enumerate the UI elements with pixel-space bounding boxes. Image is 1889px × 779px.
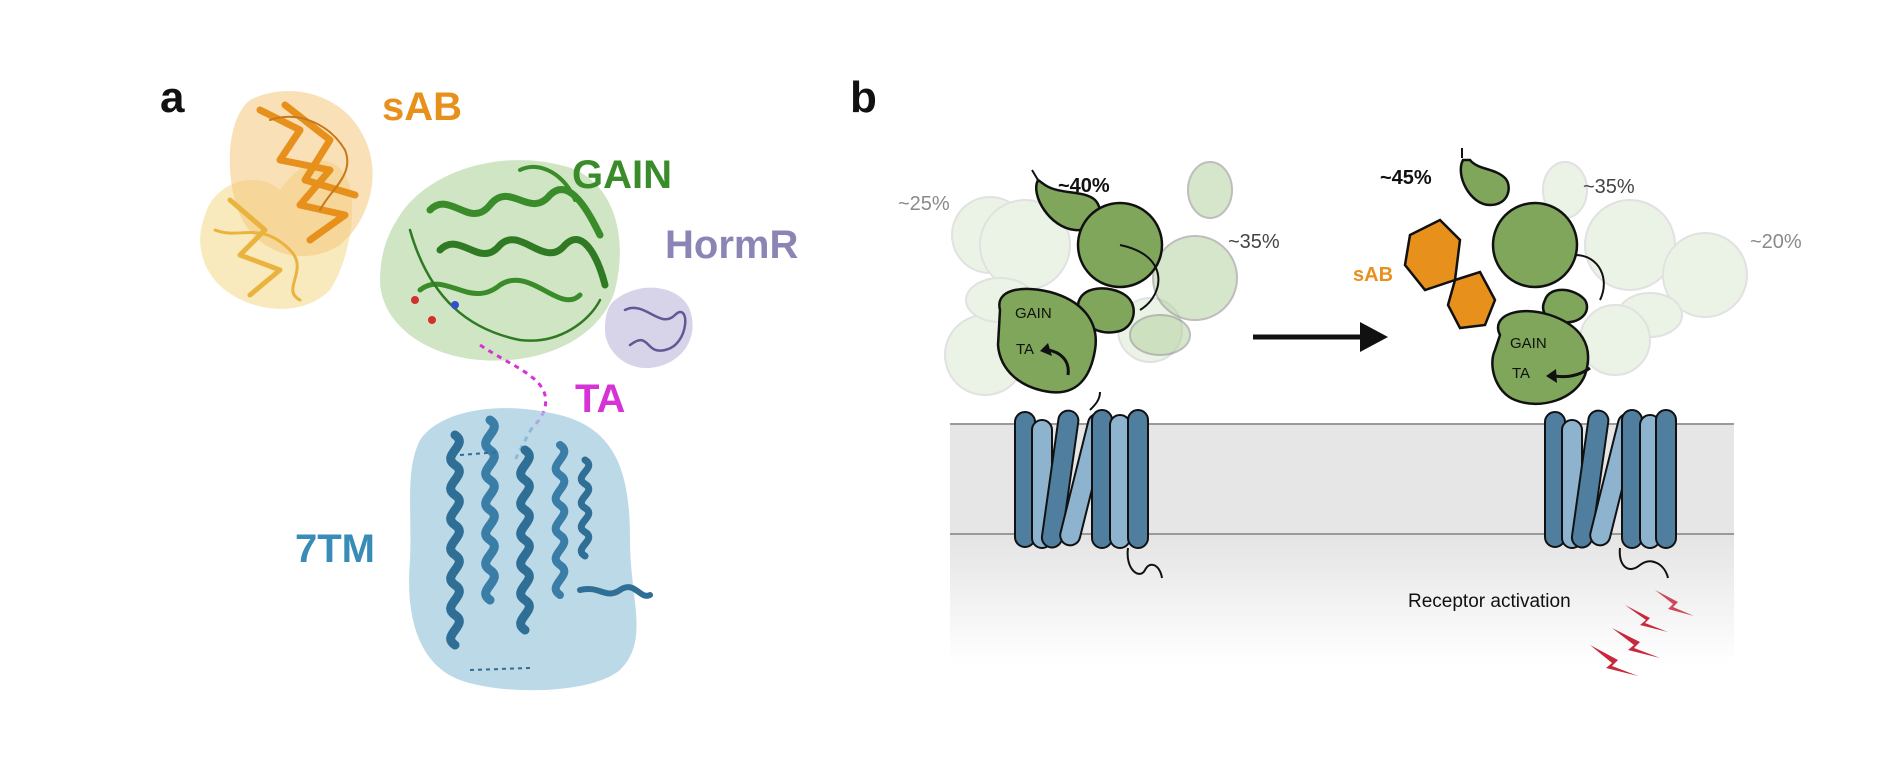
- cytoplasm-fade: [950, 534, 1734, 664]
- hormr-label: HormR: [665, 223, 798, 267]
- right-pct-right: ~35%: [1583, 176, 1635, 198]
- panel-b: b: [850, 73, 1802, 676]
- tm-structure: [409, 408, 653, 691]
- tm-label: 7TM: [295, 527, 375, 571]
- left-pct-faint: ~25%: [898, 193, 950, 215]
- ta-linker: [479, 343, 548, 430]
- gain-structure: [380, 160, 620, 361]
- ta-label: TA: [575, 377, 625, 421]
- left-pct-right: ~35%: [1228, 231, 1280, 253]
- right-ta-text: TA: [1512, 365, 1530, 382]
- left-helices: [1014, 409, 1149, 549]
- panel-b-letter: b: [850, 73, 877, 122]
- activation-text: Receptor activation: [1408, 591, 1571, 612]
- right-state: GAIN TA ~45% ~35% ~20% sAB: [1353, 148, 1802, 579]
- sab-label: sAB: [382, 85, 462, 129]
- left-state: GAIN TA ~25% ~40% ~35%: [898, 161, 1280, 579]
- transition-arrow: [1253, 322, 1388, 352]
- panel-a-letter: a: [160, 73, 185, 122]
- right-gain-text: GAIN: [1510, 335, 1547, 352]
- panel-a: a: [160, 73, 798, 691]
- right-sab-fab: [1403, 218, 1497, 330]
- gain-label: GAIN: [572, 153, 672, 197]
- left-pct-top: ~40%: [1058, 175, 1110, 197]
- left-ta-text: TA: [1016, 341, 1034, 358]
- left-gain-text: GAIN: [1015, 305, 1052, 322]
- right-pct-faint: ~20%: [1750, 231, 1802, 253]
- hormr-structure: [605, 287, 693, 369]
- sab-structure: [200, 91, 373, 309]
- right-sab-text: sAB: [1353, 264, 1393, 286]
- right-helices: [1544, 409, 1677, 549]
- right-pct-top: ~45%: [1380, 167, 1432, 189]
- activation-lightning-icon: [1590, 590, 1694, 676]
